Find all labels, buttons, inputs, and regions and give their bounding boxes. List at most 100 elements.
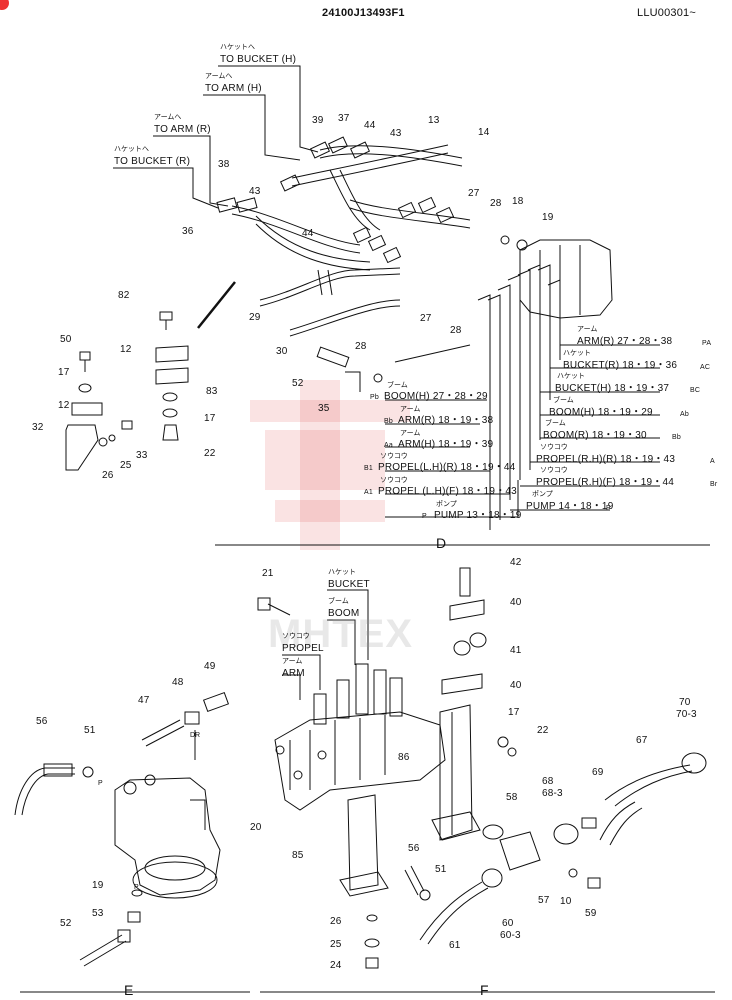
callout-28: 28 — [355, 341, 367, 352]
callout-42: 42 — [510, 557, 522, 568]
callout-52: 52 — [292, 378, 304, 389]
callout-14: 14 — [478, 127, 490, 138]
watermark-logo-icon — [250, 380, 410, 550]
label-r-arm-r: ARM(R) 27・28・38 — [577, 336, 673, 347]
label-r-boom-r: BOOM(R) 18・19・30 — [543, 430, 647, 441]
label-propel-lr-kana: ソウコウ — [380, 453, 408, 460]
dest-bucket-h: TO BUCKET (H) — [220, 54, 297, 65]
callout-51: 51 — [84, 725, 96, 736]
callout-44: 44 — [364, 120, 376, 131]
callout-38: 38 — [218, 159, 230, 170]
label-r-propel-rr: PROPEL(R.H)(F) 18・19・44 — [536, 477, 674, 488]
label-arm-r-tag: Bb — [384, 418, 393, 425]
callout-18: 18 — [512, 196, 524, 207]
callout-29: 29 — [249, 312, 261, 323]
callout-35: 35 — [318, 403, 330, 414]
callout-17: 17 — [508, 707, 520, 718]
section-d-drawing — [65, 65, 710, 546]
callout-44: 44 — [302, 228, 314, 239]
callout-68: 68 — [542, 776, 554, 787]
label-r-bucket-h: BUCKET(H) 18・19・37 — [555, 383, 670, 394]
label-r-propel-rf-tag: A — [710, 458, 715, 465]
label-arm-h-tag: Aa — [384, 442, 393, 449]
label-r-pump-kana: ポンプ — [532, 491, 553, 498]
label-r-pump: PUMP 14・18・19 — [526, 501, 614, 512]
callout-12: 12 — [58, 400, 70, 411]
label-propel-lf-kana: ソウコウ — [380, 477, 408, 484]
label-r-boom-r-tag: Bb — [672, 434, 681, 441]
callout-28: 28 — [490, 198, 502, 209]
callout-27: 27 — [420, 313, 432, 324]
label-pump-left-tag: P — [422, 513, 427, 520]
port-p-top: P — [98, 780, 103, 787]
callout-56: 56 — [36, 716, 48, 727]
label-r-boom-h: BOOM(H) 18・19・29 — [549, 407, 653, 418]
callout-43: 43 — [390, 128, 402, 139]
callout-10: 10 — [560, 896, 572, 907]
callout-19: 19 — [542, 212, 554, 223]
callout-56: 56 — [408, 843, 420, 854]
callout-21: 21 — [262, 568, 274, 579]
callout-47: 47 — [138, 695, 150, 706]
label-boom-h: BOOM(H) 27・28・29 — [384, 391, 488, 402]
dest-arm-r: TO ARM (R) — [154, 124, 211, 135]
callout-53: 53 — [92, 908, 104, 919]
valve-arm-kana: アーム — [282, 658, 303, 665]
label-r-arm-r-kana: アーム — [577, 326, 598, 333]
label-boom-h-kana: ブーム — [387, 382, 408, 389]
callout-19: 19 — [92, 880, 104, 891]
dest-arm-h-kana: アームへ — [205, 73, 233, 80]
label-r-boom-h-tag: Ab — [680, 411, 689, 418]
callout-20: 20 — [250, 822, 262, 833]
label-r-bucket-r: BUCKET(R) 18・19・36 — [563, 360, 678, 371]
callout-51: 51 — [435, 864, 447, 875]
label-r-propel-rf: PROPEL(R.H)(R) 18・19・43 — [536, 454, 676, 465]
port-dr: DR — [190, 732, 201, 739]
callout-27: 27 — [468, 188, 480, 199]
callout-28: 28 — [450, 325, 462, 336]
callout-36: 36 — [182, 226, 194, 237]
label-boom-h-tag: Pb — [370, 394, 379, 401]
callout-43: 43 — [249, 186, 261, 197]
dest-arm-h: TO ARM (H) — [205, 83, 262, 94]
section-f-label: F — [480, 982, 489, 998]
section-f-drawing — [257, 567, 715, 993]
valve-bucket: BUCKET — [328, 579, 370, 590]
valve-propel-kana: ソウコウ — [282, 633, 310, 640]
dest-bucket-r-kana: ハケットへ — [114, 146, 149, 153]
label-r-propel-rf-kana: ソウコウ — [540, 444, 568, 451]
valve-arm: ARM — [282, 668, 305, 679]
part-number: 24100J13493F1 — [322, 7, 405, 19]
valve-boom: BOOM — [328, 608, 360, 619]
callout-52: 52 — [60, 918, 72, 929]
callout-17: 17 — [58, 367, 70, 378]
callout-17: 17 — [204, 413, 216, 424]
label-r-bucket-h-kana: ハケット — [557, 373, 585, 380]
callout-12: 12 — [120, 344, 132, 355]
callout-57: 57 — [538, 895, 550, 906]
label-pump-left: PUMP 13・18・19 — [434, 510, 522, 521]
section-e-drawing — [14, 691, 250, 993]
callout-22: 22 — [204, 448, 216, 459]
dest-bucket-r: TO BUCKET (R) — [114, 156, 191, 167]
label-r-bucket-r-kana: ハケット — [563, 350, 591, 357]
label-propel-lf: PROPEL (L.H)(F) 18・19・43 — [378, 486, 517, 497]
label-r-propel-rr-tag: Br — [710, 481, 718, 488]
callout-13: 13 — [428, 115, 440, 126]
watermark-text: MHTEX — [268, 612, 413, 656]
callout-32: 32 — [32, 422, 44, 433]
callout-86: 86 — [398, 752, 410, 763]
callout-60-3: 60-3 — [500, 930, 521, 941]
label-arm-r: ARM(R) 18・19・38 — [398, 415, 494, 426]
label-r-bucket-r-tag: AC — [700, 364, 711, 371]
label-r-boom-r-kana: ブーム — [545, 420, 566, 427]
dest-arm-r-kana: アームへ — [154, 114, 182, 121]
callout-58: 58 — [506, 792, 518, 803]
callout-41: 41 — [510, 645, 522, 656]
label-r-boom-h-kana: ブーム — [553, 397, 574, 404]
callout-24: 24 — [330, 960, 342, 971]
label-propel-lf-tag: A1 — [364, 489, 373, 496]
section-e-label: E — [124, 982, 134, 998]
callout-39: 39 — [312, 115, 324, 126]
